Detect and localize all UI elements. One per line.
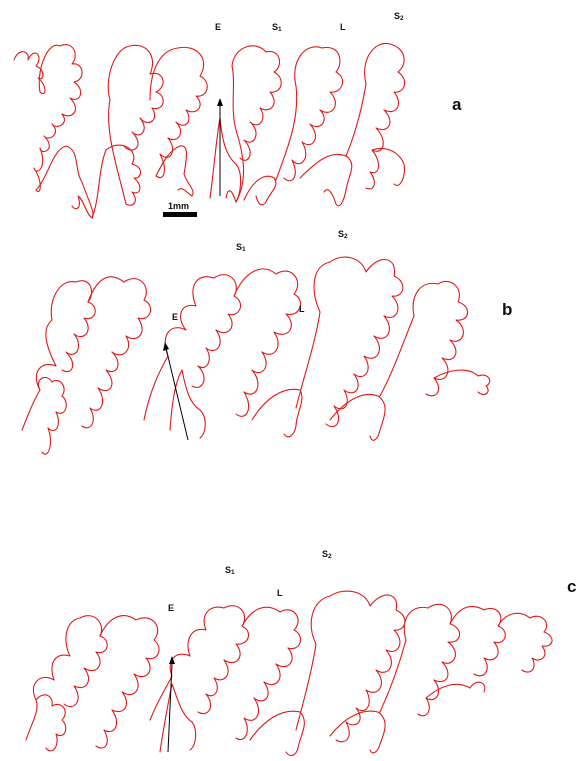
axis-arrow-b	[163, 342, 188, 440]
scale-bar: 1mm	[163, 201, 197, 217]
suture-line-b	[22, 257, 490, 454]
scale-bar-label: 1mm	[168, 201, 189, 211]
saddle-label-s2: S2	[394, 11, 404, 22]
suture-line-c	[26, 591, 552, 755]
saddle-label-l: L	[277, 588, 283, 598]
saddle-label-s1: S1	[272, 22, 282, 33]
saddle-label-e: E	[168, 603, 174, 613]
panel-label-a: a	[452, 95, 462, 114]
panel-c: E S1 L S2 c	[26, 549, 576, 755]
axis-arrow-a	[217, 98, 223, 196]
saddle-label-l: L	[299, 304, 305, 314]
axis-arrow-c	[168, 656, 175, 752]
suture-line-a	[14, 43, 405, 218]
panel-label-b: b	[502, 300, 512, 319]
panel-b: E S1 L S2 b	[22, 229, 512, 454]
saddle-label-e: E	[215, 22, 221, 32]
panel-a: 1mm E S1 L S2 a	[14, 11, 462, 218]
saddle-label-s2: S2	[338, 229, 348, 240]
saddle-label-l: L	[340, 22, 346, 32]
saddle-label-s1: S1	[225, 565, 235, 576]
saddle-label-s1: S1	[236, 242, 246, 253]
saddle-label-e: E	[172, 312, 178, 322]
saddle-label-s2: S2	[322, 549, 332, 560]
panel-label-c: c	[567, 577, 576, 596]
